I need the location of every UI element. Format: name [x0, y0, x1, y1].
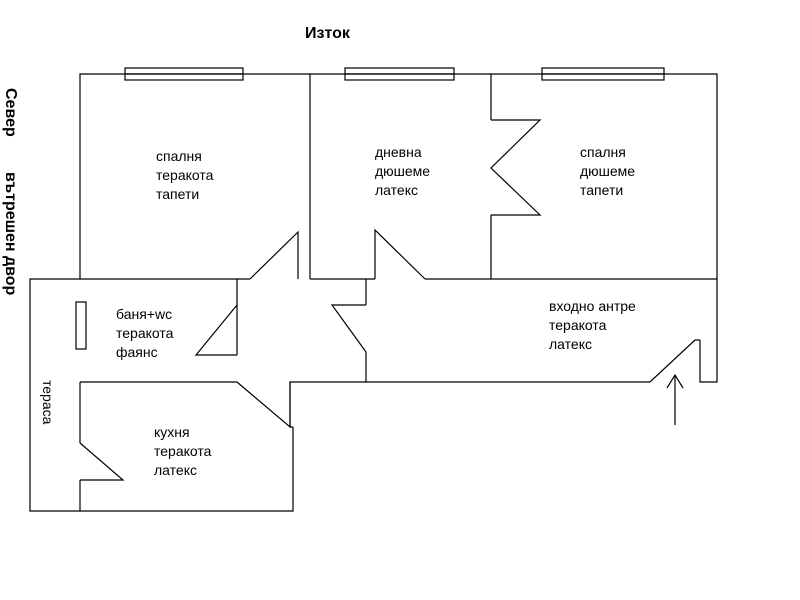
- interior-walls: [79, 74, 717, 511]
- door-bedroom-left: [249, 230, 299, 280]
- door-entrance: [649, 339, 700, 383]
- room-bedroom-left: спалня теракота тапети: [156, 148, 214, 202]
- room-name: кухня: [154, 424, 190, 440]
- door-living-room: [374, 228, 426, 280]
- room-name: дневна: [375, 144, 422, 160]
- room-walls: тапети: [580, 182, 623, 198]
- courtyard-label: вътрешен двор: [2, 172, 19, 296]
- door-terrace: [79, 442, 125, 481]
- room-floor: дюшеме: [375, 163, 430, 179]
- room-walls: латекс: [375, 182, 418, 198]
- compass-north-label: Север: [2, 88, 19, 137]
- door-bathroom: [194, 304, 238, 356]
- room-floor: теракота: [156, 167, 214, 183]
- room-name: спалня: [580, 144, 626, 160]
- room-name: баня+wc: [116, 306, 172, 322]
- room-living-room: дневна дюшеме латекс: [375, 144, 430, 198]
- room-kitchen: кухня теракота латекс: [154, 424, 212, 478]
- window-bathroom: [75, 301, 87, 350]
- room-name: спалня: [156, 148, 202, 164]
- room-entrance-hall: входно антре теракота латекс: [549, 298, 636, 352]
- outer-walls: [29, 73, 718, 512]
- windows: [75, 67, 665, 350]
- room-walls: тапети: [156, 186, 199, 202]
- door-kitchen: [236, 381, 291, 429]
- room-walls: латекс: [154, 462, 197, 478]
- room-bathroom: баня+wc теракота фаянс: [116, 306, 174, 360]
- room-walls: фаянс: [116, 344, 158, 360]
- door-bedroom-right: [490, 119, 542, 216]
- room-walls: латекс: [549, 336, 592, 352]
- door-hall: [330, 304, 367, 353]
- compass-east-label: Изток: [305, 25, 351, 42]
- room-floor: дюшеме: [580, 163, 635, 179]
- room-name: входно антре: [549, 298, 636, 314]
- room-floor: теракота: [116, 325, 174, 341]
- room-floor: теракота: [549, 317, 607, 333]
- entrance-arrow-icon: [666, 373, 684, 425]
- room-terrace-label: тераса: [40, 380, 56, 425]
- room-floor: теракота: [154, 443, 212, 459]
- doors: [79, 119, 700, 481]
- room-bedroom-right: спалня дюшеме тапети: [580, 144, 635, 198]
